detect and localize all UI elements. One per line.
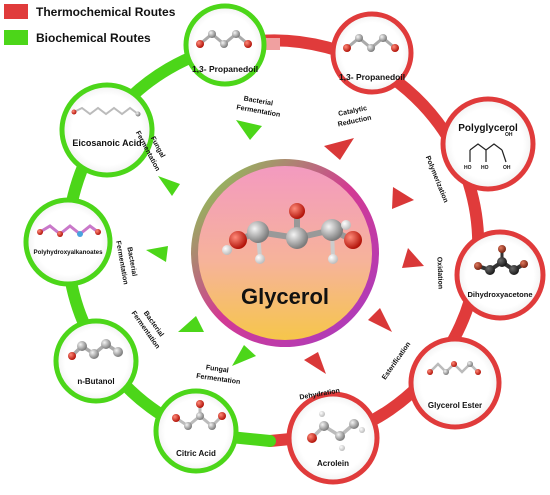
node-polyglycerol: Polyglycerol OH HO HO OH xyxy=(440,96,536,192)
propanediol-molecule-icon xyxy=(343,34,399,52)
route-fungal-fermentation-bottom-1: Fungal xyxy=(205,364,229,374)
node-label-glycerol-ester: Glycerol Ester xyxy=(428,401,482,410)
glycerol-center: Glycerol xyxy=(191,159,379,347)
polyglycerol-ho-left: HO xyxy=(464,165,472,171)
eicosanoic-acid-molecule-icon xyxy=(71,106,141,117)
acrolein-molecule-icon xyxy=(307,411,365,451)
legend-label-thermochemical: Thermochemical Routes xyxy=(36,5,176,19)
dihydroxyacetone-molecule-icon xyxy=(474,245,528,275)
node-n-butanol: n-Butanol xyxy=(53,318,139,404)
route-fungal-fermentation-bottom-2: Fermentation xyxy=(196,373,241,386)
node-propanediol-bio: 1,3- Propanedoil xyxy=(183,3,267,87)
legend-swatch-biochemical xyxy=(4,30,28,45)
polyglycerol-ho-mid: HO xyxy=(481,165,489,171)
node-label-eicosanoic-acid: Eicosanoic Acid xyxy=(72,138,141,148)
arrow-bacterial-top xyxy=(236,120,262,140)
node-label-polyhydroxyalkanoates: Polyhydroxyalkanoates xyxy=(33,249,103,256)
glycerol-ester-molecule-icon xyxy=(427,361,481,375)
node-label-citric-acid: Citric Acid xyxy=(176,449,216,458)
node-label-n-butanol: n-Butanol xyxy=(77,377,114,386)
reaction-arrows xyxy=(146,120,424,374)
route-bacterial-fermentation-top-2: Fermentation xyxy=(236,104,281,119)
node-dihydroxyacetone: Dihydroxyacetone xyxy=(454,229,546,321)
polyglycerol-oh-right: OH xyxy=(503,165,511,171)
polyglycerol-structure-icon: OH HO HO OH xyxy=(464,132,513,171)
route-esterification: Esterification xyxy=(381,341,412,381)
center-disc xyxy=(198,166,372,340)
legend-label-biochemical: Biochemical Routes xyxy=(36,31,151,45)
legend-swatch-thermochemical xyxy=(4,4,28,19)
node-citric-acid: Citric Acid xyxy=(153,388,239,474)
node-propanediol-thermo: 1,3- Propanedoil xyxy=(330,11,414,95)
polyglycerol-oh-top: OH xyxy=(505,132,513,138)
arrow-fungal-bottom xyxy=(232,345,256,366)
center-label-glycerol: Glycerol xyxy=(241,284,329,309)
arrow-esterification xyxy=(368,308,392,332)
arrow-bacterial-mid xyxy=(146,246,168,262)
arrow-bacterial-low xyxy=(178,316,204,332)
node-eicosanoic-acid: Eicosanoic Acid xyxy=(59,82,155,178)
polyhydroxyalkanoates-molecule-icon xyxy=(37,224,101,237)
node-polyhydroxyalkanoates: Polyhydroxyalkanoates xyxy=(23,197,113,287)
arrow-polymerization xyxy=(392,187,414,209)
propanediol-molecule-icon xyxy=(196,30,252,48)
arrow-fungal-top xyxy=(158,176,180,196)
node-label-polyglycerol: Polyglycerol xyxy=(458,123,518,134)
route-oxidation: Oxidation xyxy=(435,257,443,290)
node-acrolein: Acrolein xyxy=(286,391,380,485)
glycerol-molecule-icon xyxy=(222,203,362,264)
node-glycerol-ester: Glycerol Ester xyxy=(408,336,502,430)
citric-acid-molecule-icon xyxy=(172,400,226,430)
node-label-dihydroxyacetone: Dihydroxyacetone xyxy=(467,290,532,299)
node-label-acrolein: Acrolein xyxy=(317,459,349,468)
n-butanol-molecule-icon xyxy=(68,339,123,360)
node-label-propanediol-thermo: 1,3- Propanedoil xyxy=(339,72,405,82)
arrow-dehydration xyxy=(304,352,326,374)
arrow-catalytic-reduction xyxy=(324,138,354,160)
arrow-oxidation xyxy=(402,248,424,268)
node-label-propanediol-bio: 1,3- Propanedoil xyxy=(192,64,258,74)
